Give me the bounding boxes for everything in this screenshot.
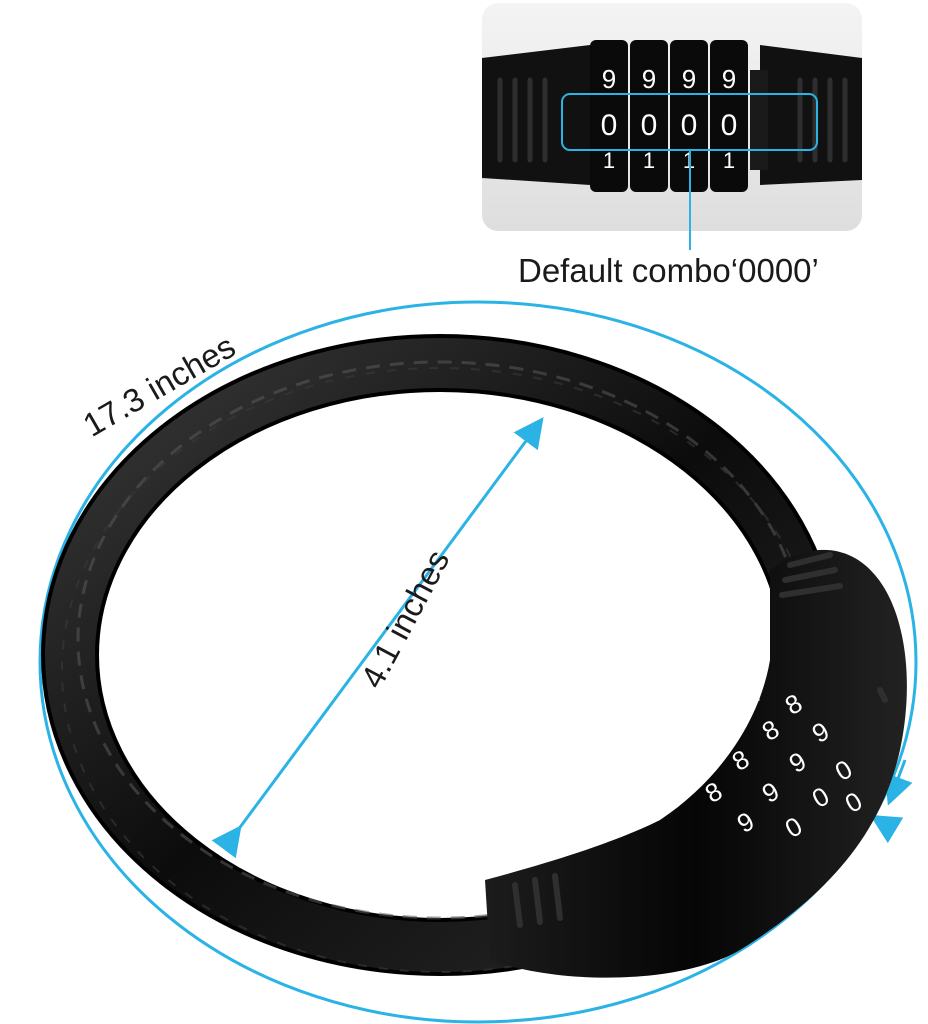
lock-body: 7 8 7 8 9 7 8 9 0 8 9 0 0 9 0 <box>485 549 907 978</box>
circumference-arrow-lower <box>869 814 904 844</box>
dial-digit: 9 <box>722 64 736 94</box>
circumference-ring <box>38 300 918 1024</box>
dial-digit: 1 <box>603 148 615 173</box>
inset-dials <box>590 40 768 192</box>
dial-digit: 1 <box>643 148 655 173</box>
lock-digit: 7 <box>670 754 698 787</box>
diameter-arrow <box>211 417 544 859</box>
dial-digit: 0 <box>681 109 698 142</box>
dial-digit: 0 <box>641 109 658 142</box>
inset-digits: 9 9 9 9 0 0 0 0 1 1 1 1 <box>601 64 738 173</box>
dial-digit: 9 <box>602 64 616 94</box>
dial-digit: 0 <box>721 109 738 142</box>
dial-digit: 9 <box>642 64 656 94</box>
default-combo-caption: Default combo‘0000’ <box>518 252 819 289</box>
dial-digit: 0 <box>601 109 618 142</box>
dial-digit: 9 <box>682 64 696 94</box>
lock-grip-ribs <box>512 552 888 928</box>
inset-grip-ribs <box>497 77 848 163</box>
circumference-arrow-upper <box>884 759 913 806</box>
combo-inset: 9 9 9 9 0 0 0 0 1 1 1 1 <box>482 3 862 250</box>
dial-digit: 1 <box>723 148 735 173</box>
